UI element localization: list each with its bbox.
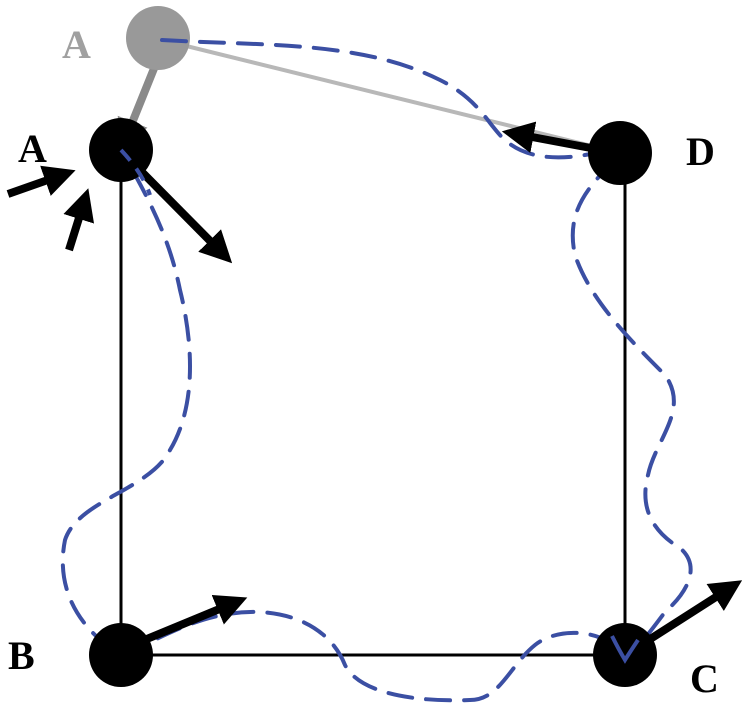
label-d: D bbox=[686, 129, 715, 174]
velocity-arrow-a bbox=[127, 157, 233, 264]
node-b bbox=[89, 623, 153, 687]
label-b: B bbox=[8, 633, 35, 678]
node-d bbox=[588, 121, 652, 185]
ghost-node-a bbox=[126, 6, 190, 70]
incoming-arrow-below bbox=[63, 188, 95, 252]
ghost-edge-a-d bbox=[161, 38, 621, 155]
dashed-path-over-node-c bbox=[610, 635, 640, 664]
dashed-path-over-node-a bbox=[119, 148, 152, 196]
node-c bbox=[593, 623, 657, 687]
label-c: C bbox=[690, 656, 719, 701]
incoming-arrow-left bbox=[6, 165, 76, 198]
label-a: A bbox=[18, 126, 47, 171]
label-ghost-a: A bbox=[62, 22, 91, 67]
